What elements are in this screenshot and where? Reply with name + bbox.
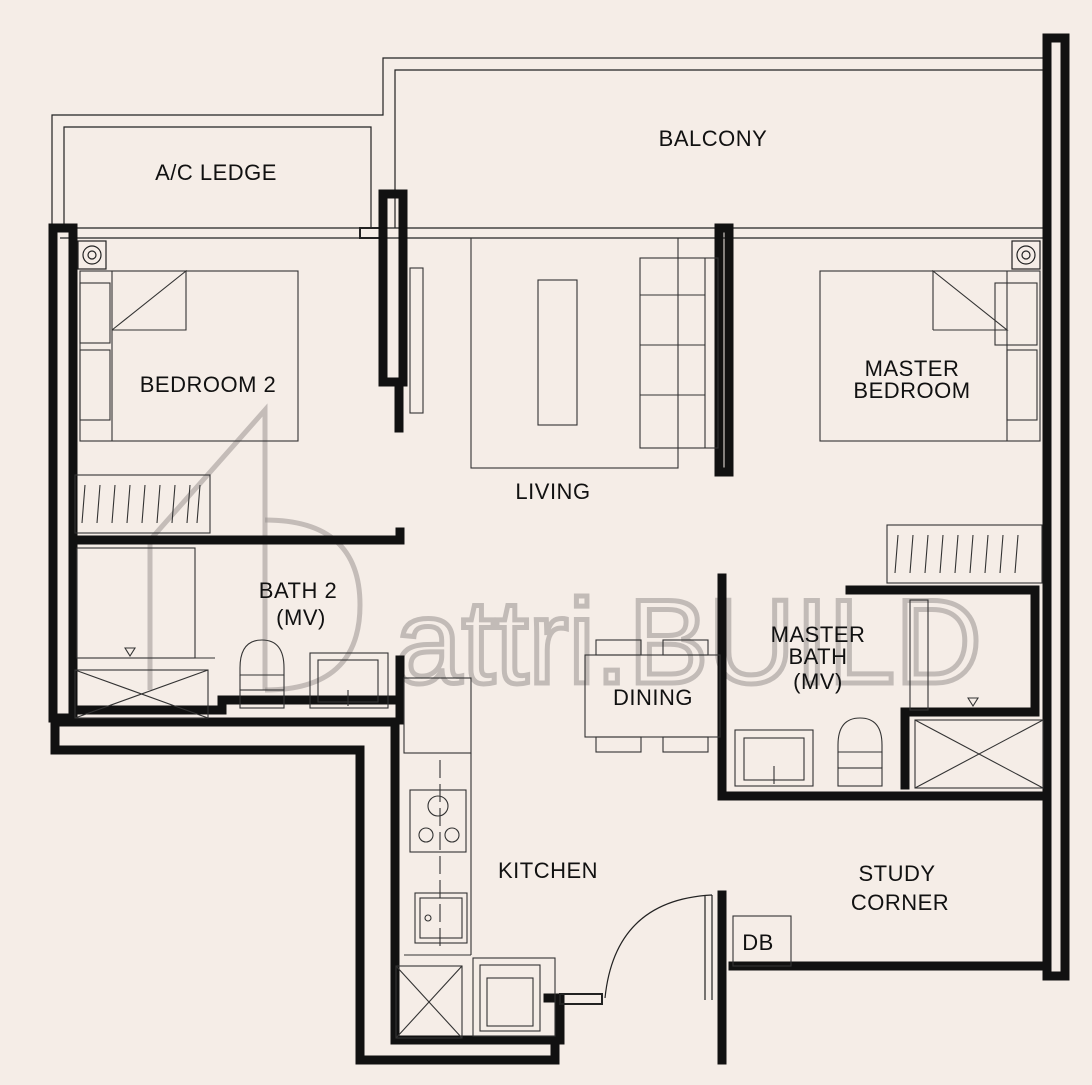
room-labels: A/C LEDGE BALCONY BEDROOM 2 MASTER BEDRO…: [140, 126, 970, 955]
west-wall: [48, 223, 78, 723]
distribution-board: [732, 915, 792, 967]
wardrobe-master-bedroom: [886, 524, 1043, 584]
dining-table: [584, 639, 721, 753]
living-wing-wall: [378, 189, 408, 387]
sofa: [639, 257, 719, 449]
dining-label: DINING: [613, 685, 693, 710]
master-bath-shower: [909, 599, 979, 711]
kitchen-refrigerator: [395, 965, 463, 1039]
kitchen-label: KITCHEN: [498, 858, 598, 883]
master-bath-label-line3: (MV): [793, 669, 843, 694]
study-corner-label-line1: STUDY: [858, 861, 935, 886]
balcony-label: BALCONY: [659, 126, 768, 151]
master-bath-toilet: [837, 717, 883, 787]
master-bedroom-label-line2: BEDROOM: [853, 378, 970, 403]
watermark-logo-mark: [147, 403, 268, 690]
watermark-text: attri.BUILD: [395, 575, 982, 709]
watermark: attri.BUILD: [147, 403, 984, 712]
bath-2-label-line2: (MV): [276, 605, 326, 630]
master-bedroom-label-line1: MASTER: [865, 356, 960, 381]
master-bath-label-line1: MASTER: [771, 622, 866, 647]
master-bath-floor-trap: [914, 719, 1044, 789]
ac-unit-master-bedroom: [1011, 240, 1041, 270]
ac-unit-bedroom-2: [77, 240, 107, 270]
bath-2-floor-trap: [74, 669, 209, 719]
kitchen-sink: [414, 892, 468, 944]
coffee-table: [537, 279, 578, 426]
living-rug: [470, 237, 679, 469]
master-bath-label-line2: BATH: [788, 644, 847, 669]
living-label: LIVING: [515, 479, 590, 504]
bath-2-label-line1: BATH 2: [259, 578, 337, 603]
entrance-door[interactable]: [604, 894, 713, 1000]
bed-bedroom-2: [79, 269, 299, 442]
bedroom-2-window-door: [409, 267, 424, 414]
bed-master-bedroom: [819, 269, 1041, 442]
wardrobe-bedroom-2: [74, 474, 211, 534]
kitchen-counter: [403, 677, 472, 956]
bedroom-2-label: BEDROOM 2: [140, 372, 277, 397]
kitchen-washer: [472, 957, 556, 1037]
study-corner-label-line2: CORNER: [851, 890, 949, 915]
balcony-outline: [51, 57, 1045, 239]
kitchen-hob: [409, 789, 467, 853]
master-bath-basin: [734, 729, 814, 787]
bath-2-toilet: [239, 639, 285, 709]
bath-2-shower: [76, 547, 215, 659]
watermark-logo-d: [264, 517, 363, 693]
db-label: DB: [742, 930, 774, 955]
ac-ledge-label: A/C LEDGE: [155, 160, 277, 185]
east-wall: [1042, 33, 1070, 981]
bath-2-basin: [309, 652, 389, 709]
master-bedroom-wall: [714, 223, 734, 477]
